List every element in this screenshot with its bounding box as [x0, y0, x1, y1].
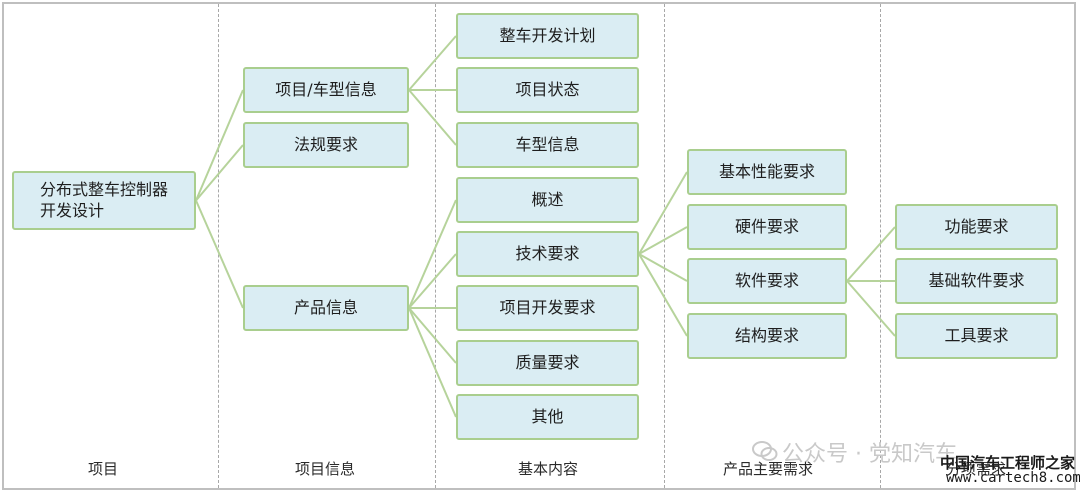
edge-product_info-other — [408, 307, 457, 418]
edge-project_vehicle_info-vehicle_dev_plan — [408, 35, 457, 91]
column-label-project: 项目 — [87, 460, 119, 478]
edge-product_info-overview — [408, 199, 457, 309]
edge-tech_req-structure_req — [638, 253, 688, 337]
watermark-site: 中国汽车工程师之家 — [940, 454, 1076, 472]
wechat-icon — [752, 441, 778, 461]
node-base-software-req: 基础软件要求 — [895, 258, 1058, 304]
node-quality-req: 质量要求 — [456, 340, 639, 386]
node-function-req: 功能要求 — [895, 204, 1058, 250]
edge-tech_req-software_req — [638, 253, 688, 282]
node-other: 其他 — [456, 394, 639, 440]
node-software-req: 软件要求 — [687, 258, 847, 304]
node-vehicle-model-info: 车型信息 — [456, 122, 639, 168]
edge-root-product_info — [195, 200, 244, 309]
column-label-basic-content: 基本内容 — [517, 460, 579, 478]
node-overview: 概述 — [456, 177, 639, 223]
edge-tech_req-hardware_req — [638, 226, 688, 255]
column-separator — [218, 4, 219, 488]
node-root: 分布式整车控制器开发设计 — [12, 171, 196, 230]
column-label-sub-requirements: 分项需求 — [945, 460, 1007, 478]
edge-root-regulation — [195, 144, 244, 202]
edge-software_req-function_req — [846, 226, 896, 282]
node-regulation: 法规要求 — [243, 122, 409, 168]
node-project-vehicle-info: 项目/车型信息 — [243, 67, 409, 113]
node-project-status: 项目状态 — [456, 67, 639, 113]
node-product-info: 产品信息 — [243, 285, 409, 331]
column-label-project-info: 项目信息 — [294, 460, 356, 478]
column-separator — [664, 4, 665, 488]
node-project-dev-req: 项目开发要求 — [456, 285, 639, 331]
node-basic-perf-req: 基本性能要求 — [687, 149, 847, 195]
edge-software_req-tool_req — [846, 280, 896, 337]
node-hardware-req: 硬件要求 — [687, 204, 847, 250]
node-tech-req: 技术要求 — [456, 231, 639, 277]
edge-tech_req-basic_perf_req — [638, 171, 688, 255]
edge-root-project_vehicle_info — [195, 89, 244, 201]
node-tool-req: 工具要求 — [895, 313, 1058, 359]
edge-product_info-quality_req — [408, 307, 457, 364]
watermark-url: www.cartech8.com — [946, 470, 1080, 486]
column-separator — [880, 4, 881, 488]
edge-product_info-tech_req — [408, 253, 457, 309]
node-vehicle-dev-plan: 整车开发计划 — [456, 13, 639, 59]
edge-project_vehicle_info-vehicle_model_info — [408, 89, 457, 146]
watermark-account: 公众号 · 党知汽车 — [782, 442, 957, 467]
column-label-main-requirements: 产品主要需求 — [722, 460, 814, 478]
node-structure-req: 结构要求 — [687, 313, 847, 359]
